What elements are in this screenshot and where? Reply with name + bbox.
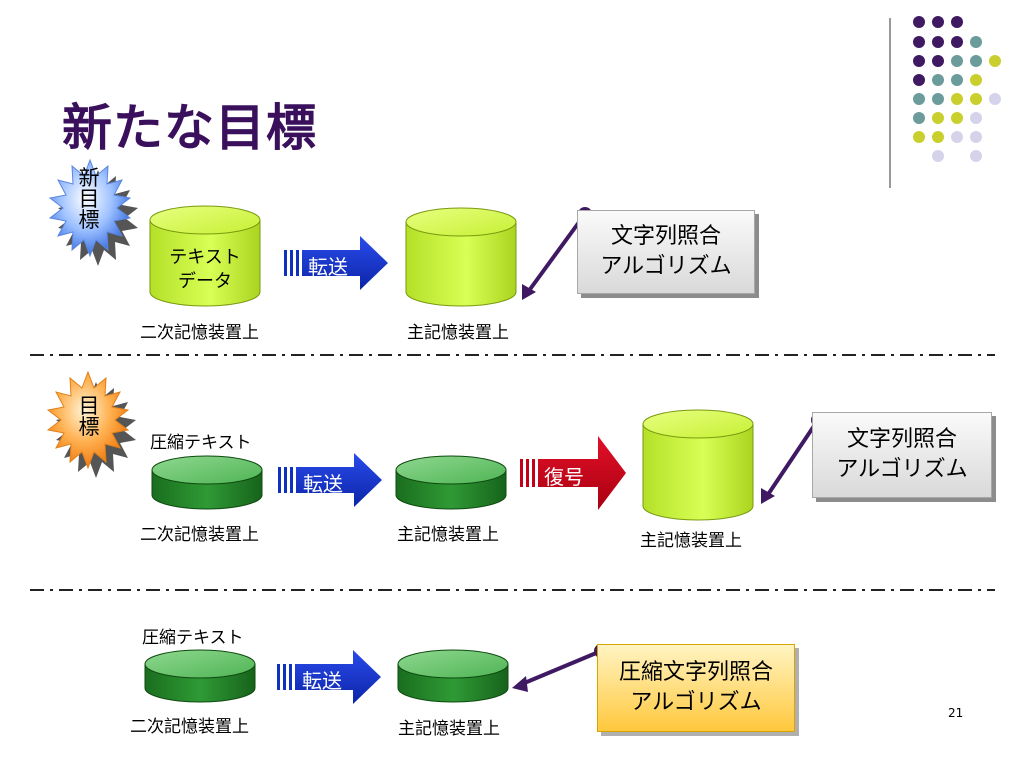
- transfer-label-1: 転送: [308, 255, 348, 279]
- goal-badge: [46, 370, 136, 478]
- decode-label: 復号: [544, 465, 584, 489]
- cylinder-text-line: データ: [178, 271, 232, 292]
- compressed-string-matching-algorithm-box: 圧縮文字列照合 アルゴリズム: [597, 644, 795, 732]
- pointer-line-3: [512, 644, 608, 692]
- goal-badge-text: 目 標: [72, 396, 106, 438]
- algo-line: アルゴリズム: [630, 690, 762, 715]
- badge-char: 標: [78, 415, 100, 439]
- string-matching-algorithm-box-2: 文字列照合 アルゴリズム: [812, 412, 992, 498]
- compressed-text-cylinder-3: [144, 649, 256, 703]
- string-matching-algorithm-box-1: 文字列照合 アルゴリズム: [577, 210, 755, 294]
- transfer-arrow-3: [277, 650, 381, 704]
- transfer-label-2: 転送: [303, 472, 343, 496]
- compressed-text-label-3: 圧縮テキスト: [142, 628, 244, 648]
- main-memory-label-1: 主記憶装置上: [407, 323, 509, 343]
- algo-line: 圧縮文字列照合: [618, 660, 773, 685]
- main-memory-compressed-cylinder-2: [395, 455, 507, 510]
- badge-char: 目: [78, 187, 100, 211]
- decorative-dot-grid: [913, 16, 1001, 162]
- algo-line: アルゴリズム: [600, 254, 732, 279]
- algo-line: 文字列照合: [846, 427, 957, 452]
- main-memory-label-3: 主記憶装置上: [398, 719, 500, 739]
- badge-char: 目: [78, 394, 100, 418]
- algo-line: 文字列照合: [610, 224, 721, 249]
- compressed-text-label-2: 圧縮テキスト: [150, 433, 252, 453]
- badge-char: 標: [78, 208, 100, 232]
- text-data-cylinder: [149, 205, 261, 307]
- badge-char: 新: [78, 166, 100, 190]
- transfer-label-3: 転送: [302, 669, 342, 693]
- text-data-label: テキスト データ: [150, 246, 260, 294]
- compressed-text-cylinder-2: [151, 455, 263, 510]
- main-memory-cylinder-1: [405, 207, 517, 307]
- secondary-storage-label-1: 二次記憶装置上: [140, 323, 259, 343]
- new-goal-badge: [48, 158, 138, 266]
- page-number: 21: [948, 706, 964, 720]
- new-goal-badge-text: 新 目 標: [72, 168, 106, 231]
- main-memory-label-2b: 主記憶装置上: [640, 531, 742, 551]
- cylinder-text-line: テキスト: [169, 247, 241, 268]
- algo-line: アルゴリズム: [836, 457, 968, 482]
- secondary-storage-label-3: 二次記憶装置上: [130, 717, 249, 737]
- slide-title: 新たな目標: [62, 99, 317, 157]
- main-memory-label-2: 主記憶装置上: [397, 525, 499, 545]
- secondary-storage-label-2: 二次記憶装置上: [140, 525, 259, 545]
- main-memory-decoded-cylinder-2: [642, 409, 754, 521]
- transfer-arrow-2: [278, 453, 382, 507]
- main-memory-compressed-cylinder-3: [397, 649, 509, 703]
- transfer-arrow-1: [284, 236, 388, 290]
- decode-arrow: [520, 436, 626, 510]
